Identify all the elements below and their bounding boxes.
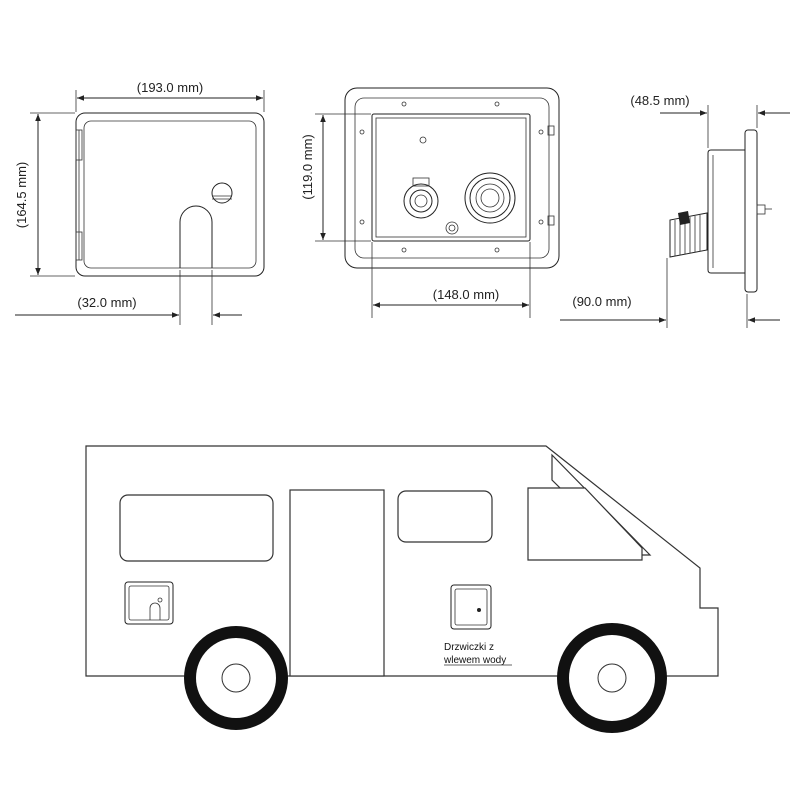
water-hatch-label-line1: Drzwiczki z (444, 642, 494, 653)
dimension-front-height: (164.5 mm) (14, 112, 75, 277)
front-view-door (75, 112, 265, 277)
drain-icon (445, 221, 459, 235)
hinge-icon (75, 129, 83, 261)
door-inner-frame (83, 120, 257, 269)
front-height-label: (164.5 mm) (14, 162, 29, 228)
van-window-rear (119, 494, 274, 562)
van-service-hatch (124, 581, 174, 625)
inner-panel (371, 113, 531, 242)
lock-icon (211, 182, 233, 204)
van-water-hatch (450, 584, 492, 630)
screw-icons (359, 101, 544, 253)
dimension-side-depth: (48.5 mm) (630, 93, 790, 148)
side-flange (744, 129, 758, 293)
inner-width-label: (148.0 mm) (433, 287, 499, 302)
dimension-side-total: (90.0 mm) (560, 258, 780, 328)
small-inlet-icon (403, 177, 439, 219)
front-wheel-icon (557, 623, 667, 733)
flange-inner (354, 97, 550, 259)
front-width-label: (193.0 mm) (137, 80, 203, 95)
rear-wheel-icon (184, 626, 288, 730)
latch-icon (547, 125, 555, 136)
side-depth-label: (48.5 mm) (630, 93, 689, 108)
dimension-inner-width: (148.0 mm) (371, 242, 531, 318)
side-view (669, 129, 772, 293)
latch-icon (547, 215, 555, 226)
large-inlet-icon (464, 172, 516, 224)
inner-height-label: (119.0 mm) (300, 134, 315, 200)
van-side-door (289, 489, 385, 677)
dimension-inner-height: (119.0 mm) (300, 113, 371, 242)
hose-connector-icon (669, 211, 708, 258)
side-body (707, 149, 745, 274)
door-outer-frame (75, 112, 265, 277)
front-view-open (344, 87, 560, 269)
water-hatch-label-line2: wlewem wody (443, 655, 506, 666)
side-total-label: (90.0 mm) (572, 294, 631, 309)
slot-width-label: (32.0 mm) (77, 295, 136, 310)
van-window-middle (397, 490, 493, 543)
dimension-front-width: (193.0 mm) (75, 80, 265, 112)
camper-van: Drzwiczki z wlewem wody (85, 445, 719, 733)
van-cab-window (527, 487, 643, 561)
flange-outer (344, 87, 560, 269)
dimension-slot-width: (32.0 mm) (15, 270, 242, 325)
hose-slot (179, 205, 213, 268)
